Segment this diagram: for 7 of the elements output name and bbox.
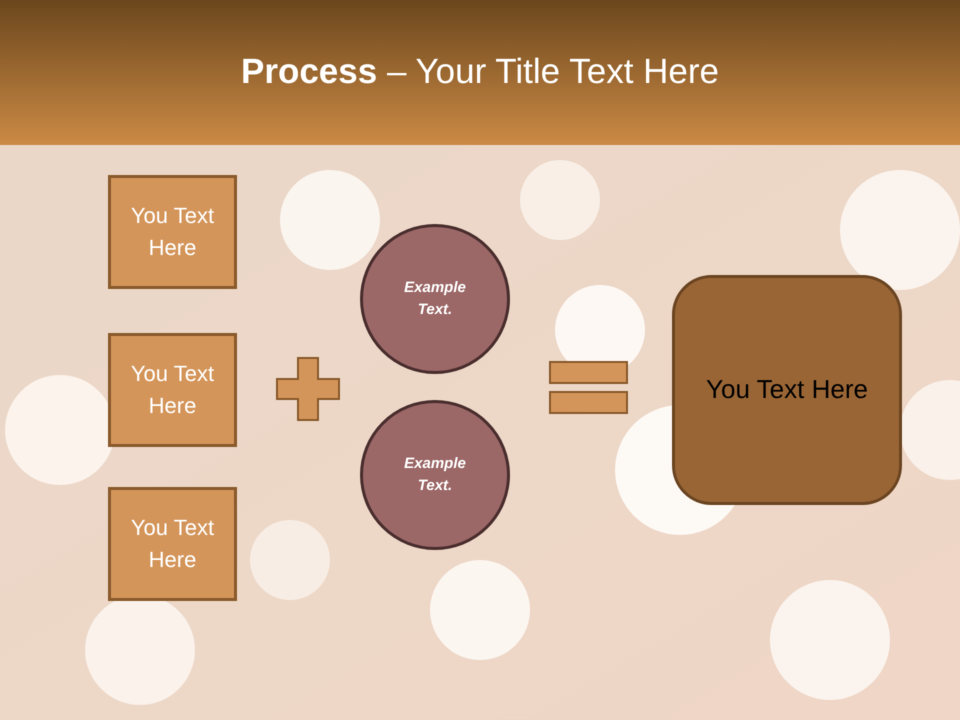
circle-node: Example Text. bbox=[360, 400, 510, 550]
process-box: You Text Here bbox=[108, 175, 237, 289]
process-box: You Text Here bbox=[108, 487, 237, 601]
result-box: You Text Here bbox=[672, 275, 902, 505]
circle-node: Example Text. bbox=[360, 224, 510, 374]
process-box: You Text Here bbox=[108, 333, 237, 447]
title: Process – Your Title Text Here bbox=[240, 52, 720, 92]
